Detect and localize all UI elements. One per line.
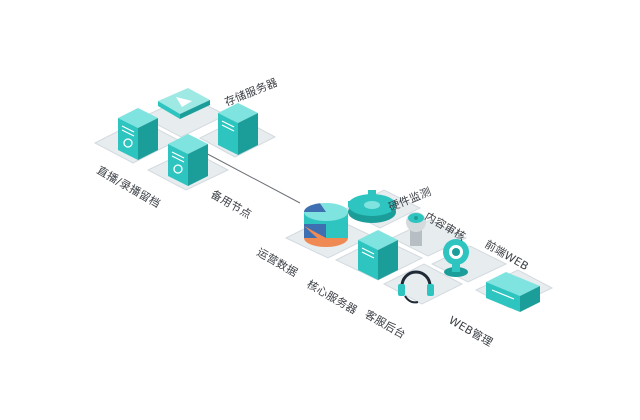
ops-data-pie-icon: [303, 203, 348, 247]
webcam-icon: [443, 239, 469, 277]
connector-line: [199, 149, 301, 204]
web-admin-panels-icon: [486, 272, 540, 312]
server-storage-icon: [218, 103, 258, 155]
play-tile-icon: [158, 88, 210, 119]
server-core-icon: [358, 230, 398, 280]
hardware-monitor-icon: [406, 212, 426, 246]
server-live-archive-icon: [118, 108, 158, 160]
gear-icon: [348, 190, 396, 223]
server-backup-node-icon: [168, 134, 208, 186]
headset-icon: [398, 270, 434, 304]
